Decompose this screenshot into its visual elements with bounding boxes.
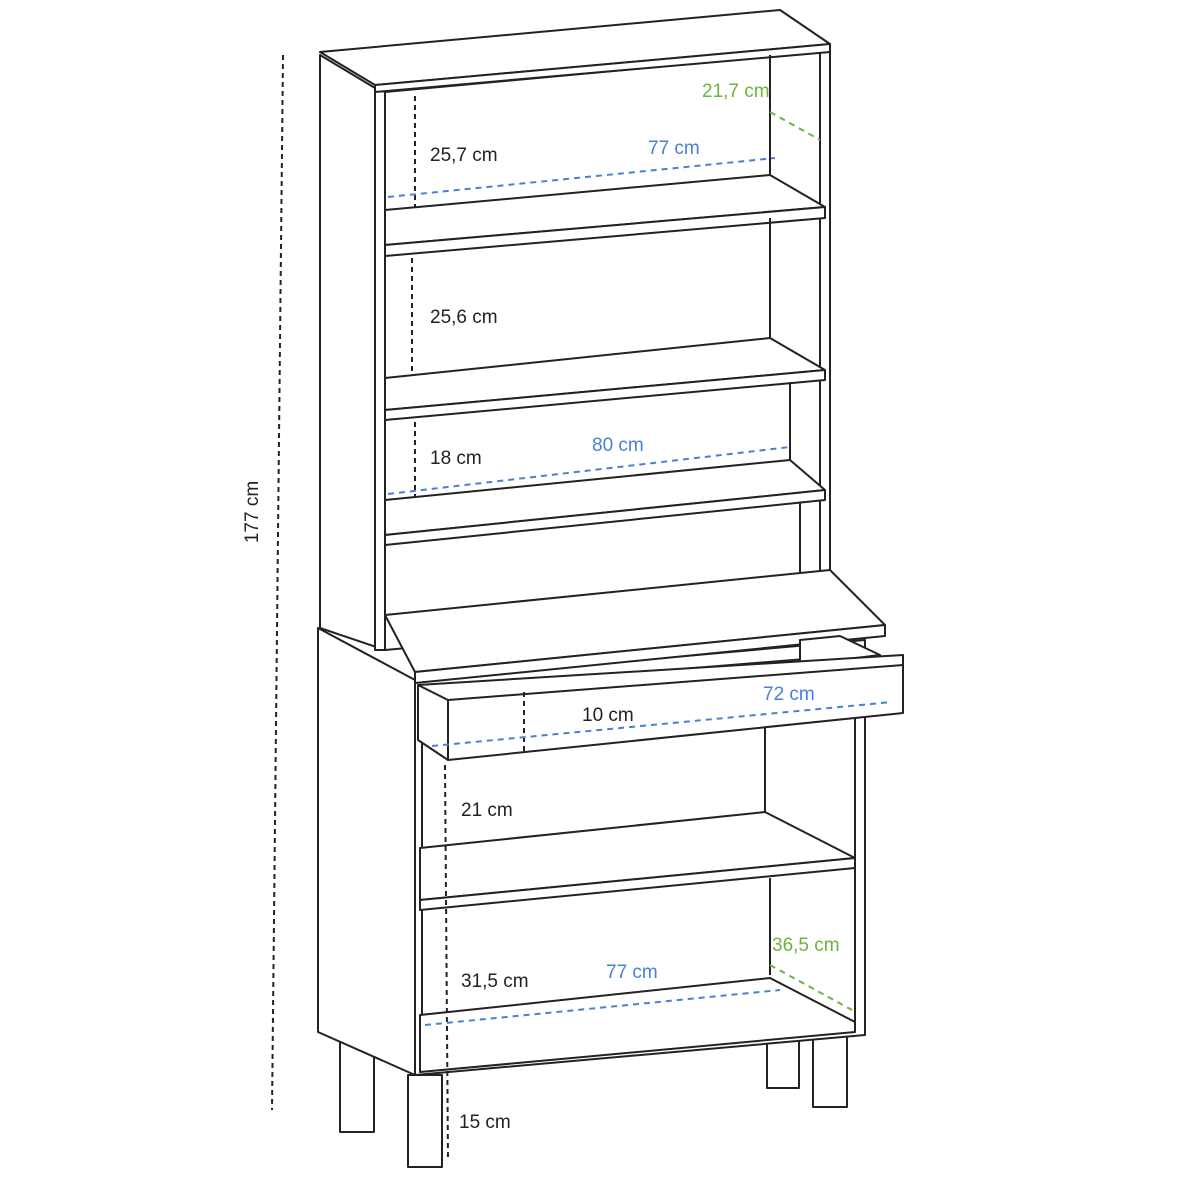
lower-shelf-height-label: 21 cm (461, 800, 513, 821)
upper-right-side (819, 44, 831, 606)
drawer-width-label: 72 cm (763, 684, 815, 705)
bottom-width-label: 77 cm (606, 962, 658, 983)
top-width-label: 77 cm (648, 138, 700, 159)
shelf2-height-label: 25,6 cm (430, 307, 498, 328)
bottom-depth-label: 36,5 cm (772, 935, 840, 956)
dimension-lines (387, 96, 893, 1161)
total-height-line (271, 54, 284, 1111)
leg-height-label: 15 cm (459, 1112, 511, 1133)
drawer-front (417, 654, 904, 761)
upper-hutch (319, 9, 886, 684)
shelf3-height-label: 18 cm (430, 448, 482, 469)
lower-cabinet (317, 627, 866, 1076)
shelf1-height-label: 25,7 cm (430, 145, 498, 166)
mid-width-label: 80 cm (592, 435, 644, 456)
bottom-height-label: 31,5 cm (461, 971, 529, 992)
leg-back-right (766, 1039, 800, 1089)
leg-front-right (812, 1034, 848, 1108)
top-depth-label: 21,7 cm (702, 81, 770, 102)
bottom-board (419, 977, 856, 1073)
lower-left-side (317, 627, 416, 1076)
total-height-label: 177 cm (242, 481, 263, 543)
leg-front-left (407, 1074, 443, 1168)
drawer-height-label: 10 cm (582, 705, 634, 726)
